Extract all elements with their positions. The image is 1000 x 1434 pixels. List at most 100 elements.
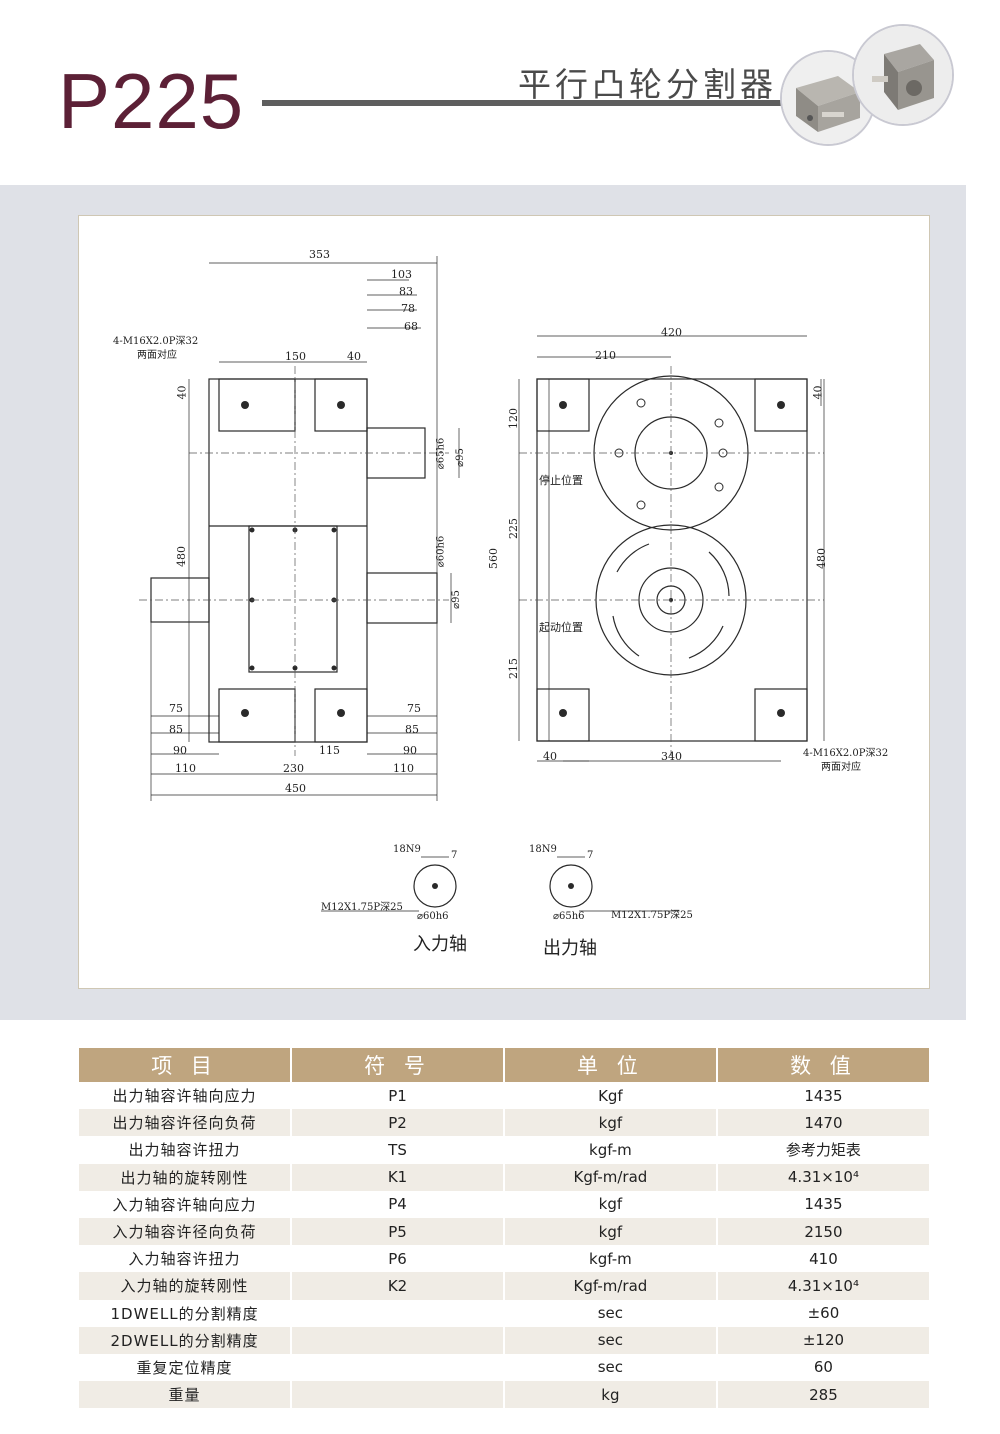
output-key-label: 18N9: [529, 844, 557, 855]
dim-230: 230: [283, 762, 304, 775]
dim-90-right: 90: [403, 744, 417, 757]
dim-75-right: 75: [407, 702, 421, 715]
dimension-drawing: [139, 256, 825, 912]
hole-note-right-2: 两面对应: [821, 762, 861, 773]
cell-value: ±60: [807, 1304, 840, 1323]
technical-drawing: 353 103 83 78 68 4-M16X2.0P深32 两面对应 150 …: [78, 215, 930, 989]
cell-item: 出力轴容许轴向应力: [79, 1082, 293, 1110]
output-thread-label: M12X1.75P深25: [611, 910, 693, 921]
model-number: P225: [58, 57, 245, 145]
dim-210: 210: [595, 349, 616, 362]
front-view-window: [248, 525, 338, 673]
cell-symbol: P1: [291, 1082, 505, 1110]
dim-68: 68: [404, 320, 418, 333]
cell-value: ±120: [716, 1326, 929, 1354]
side-corner-tl: [536, 378, 590, 432]
cell-unit: kgf-m: [503, 1245, 718, 1273]
dim-85-right: 85: [405, 723, 419, 736]
product-photo-right: [852, 24, 954, 126]
dim-103: 103: [391, 268, 412, 281]
input-shaft-label: 入力轴: [413, 934, 467, 955]
cell-unit: sec: [503, 1353, 718, 1382]
dim-225: 225: [507, 518, 520, 539]
dim-65h6: ⌀65h6: [435, 437, 447, 470]
cell-value: 1435: [804, 1195, 843, 1214]
dim-560: 560: [487, 548, 500, 569]
cell-symbol: [291, 1353, 505, 1382]
output-shaft-end: [549, 864, 593, 908]
dim-480-side: 480: [815, 548, 828, 569]
output-shaft-label: 出力轴: [543, 938, 597, 959]
table-row: 2DWELL的分割精度 sec±120: [79, 1326, 929, 1354]
dim-85-left: 85: [169, 723, 183, 736]
header-unit: 单 位: [503, 1048, 718, 1082]
cell-item: 1DWELL的分割精度: [79, 1299, 293, 1327]
dim-110-left: 110: [175, 762, 196, 775]
dim-480-front: 480: [175, 546, 188, 567]
side-view-body: [536, 378, 808, 742]
cell-item: 重复定位精度: [79, 1353, 293, 1382]
cell-symbol: P2: [291, 1109, 505, 1137]
side-corner-br: [754, 688, 808, 742]
side-corner-bl: [536, 688, 590, 742]
cell-unit: kgf: [503, 1190, 718, 1218]
dim-95-mid: ⌀95: [450, 590, 462, 609]
cell-unit: kg: [503, 1381, 718, 1409]
input-key-depth: 7: [451, 850, 458, 861]
dim-150: 150: [285, 350, 306, 363]
dim-75-left: 75: [169, 702, 183, 715]
output-key-depth: 7: [587, 850, 594, 861]
cell-value: 2150: [716, 1217, 929, 1246]
front-view-body: [208, 378, 368, 743]
dim-420: 420: [661, 326, 682, 339]
cell-unit: Kgf: [503, 1082, 718, 1110]
cell-item: 出力轴的旋转刚性: [79, 1163, 293, 1191]
cell-symbol: TS: [291, 1136, 505, 1164]
cell-value: 1470: [716, 1109, 929, 1137]
cell-item: 2DWELL的分割精度: [79, 1326, 293, 1354]
cell-unit: Kgf-m/rad: [503, 1272, 718, 1300]
product-title: 平行凸轮分割器: [518, 65, 777, 104]
front-corner-tr: [314, 378, 368, 432]
table-row: 重复定位精度 sec 60: [79, 1353, 929, 1382]
front-corner-bl: [218, 688, 296, 743]
cell-item: 入力轴容许轴向应力: [79, 1190, 293, 1218]
dim-40-right: 40: [811, 385, 825, 400]
cell-unit: sec: [503, 1326, 718, 1354]
cell-symbol: [291, 1299, 505, 1327]
cell-item: 出力轴容许扭力: [79, 1136, 293, 1164]
cell-symbol: K1: [291, 1163, 505, 1191]
dim-95-top: ⌀95: [454, 448, 466, 467]
dim-90-left: 90: [173, 744, 187, 757]
header-item: 项 目: [79, 1048, 293, 1082]
cell-value: 4.31×10⁴: [716, 1272, 929, 1300]
title-rule: [262, 100, 782, 106]
cell-symbol: [291, 1326, 505, 1354]
input-key-label: 18N9: [393, 844, 421, 855]
hole-note-left-1: 4-M16X2.0P深32: [113, 336, 199, 347]
dim-40-bottom: 40: [543, 750, 557, 763]
cell-value: 参考力矩表: [785, 1141, 861, 1160]
dim-340: 340: [661, 750, 682, 763]
dim-353: 353: [309, 248, 330, 261]
cell-value: 410: [809, 1249, 838, 1268]
cell-symbol: [291, 1381, 505, 1409]
side-corner-tr: [754, 378, 808, 432]
cell-value: 60: [813, 1358, 833, 1377]
header-symbol: 符 号: [291, 1048, 505, 1082]
indexer-photo-1: [782, 52, 874, 144]
cell-item: 入力轴容许扭力: [79, 1245, 293, 1273]
cell-value: 285: [716, 1381, 929, 1409]
start-position-label: 起动位置: [539, 621, 583, 634]
dim-83: 83: [399, 285, 413, 298]
cell-item: 入力轴容许径向负荷: [79, 1217, 293, 1246]
input-shaft-end: [413, 864, 457, 908]
